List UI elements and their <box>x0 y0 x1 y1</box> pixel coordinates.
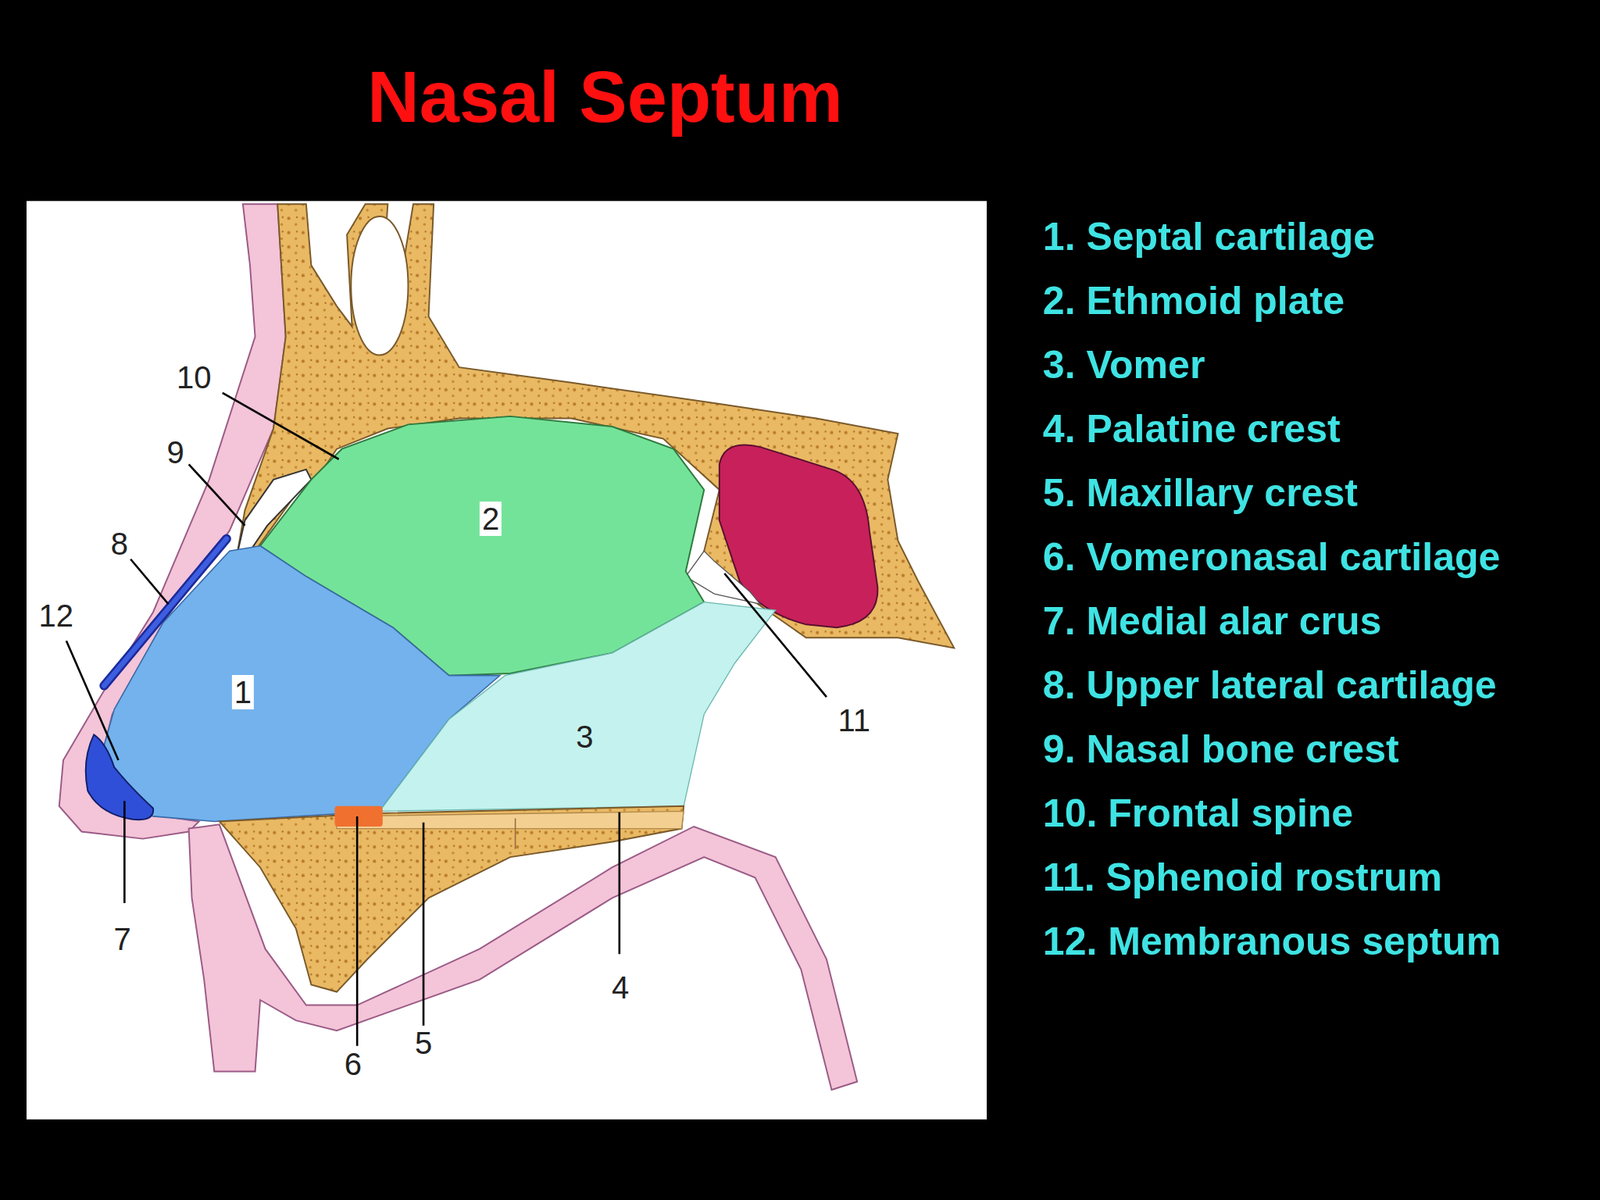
callout-number: 6 <box>344 1048 362 1080</box>
leader-line <box>356 816 359 1047</box>
legend-item: 7. Medial alar crus <box>1042 601 1383 641</box>
callout-number: 2 <box>479 501 502 536</box>
callout-number: 10 <box>176 361 212 393</box>
legend-item: 4. Palatine crest <box>1042 409 1341 449</box>
legend-item: 8. Upper lateral cartilage <box>1042 665 1497 705</box>
leader-line <box>123 800 126 904</box>
palate-bone <box>219 806 684 993</box>
leader-line <box>422 822 425 1026</box>
leader-lines <box>66 392 827 1047</box>
leader-line <box>189 464 246 525</box>
legend-item: 5. Maxillary crest <box>1042 473 1358 513</box>
slide-title: Nasal Septum <box>367 56 843 139</box>
leader-line <box>66 640 119 761</box>
legend-item: 10. Frontal spine <box>1042 793 1354 833</box>
suture <box>514 818 517 850</box>
leader-line <box>724 573 827 697</box>
leader-line <box>222 392 340 460</box>
callout-number: 3 <box>575 721 593 753</box>
callout-number: 7 <box>114 923 132 955</box>
legend-item: 11. Sphenoid rostrum <box>1042 857 1443 897</box>
sinus-opening <box>350 216 408 356</box>
palatal-crests <box>336 810 684 829</box>
legend-item: 2. Ethmoid plate <box>1042 281 1345 321</box>
callout-number: 4 <box>611 971 629 1004</box>
upper-lateral-cartilage <box>103 539 227 686</box>
upper-lateral-cartilage-outline <box>103 539 227 686</box>
legend-item: 3. Vomer <box>1042 345 1206 385</box>
callout-number: 9 <box>167 436 185 468</box>
legend-item: 9. Nasal bone crest <box>1042 729 1400 769</box>
leader-line <box>618 812 622 955</box>
callout-number: 8 <box>110 528 129 560</box>
legend-item: 12. Membranous septum <box>1042 921 1501 961</box>
legend-item: 6. Vomeronasal cartilage <box>1042 537 1500 577</box>
callout-number: 11 <box>837 704 871 736</box>
medial-crus <box>85 734 154 820</box>
legend-item: 1. Septal cartilage <box>1042 217 1375 257</box>
callout-number: 5 <box>414 1027 433 1059</box>
callout-number: 1 <box>232 675 254 710</box>
vomer <box>379 602 776 812</box>
panel <box>26 200 987 1120</box>
callout-number: 12 <box>39 600 75 632</box>
vomeronasal-cartilage <box>334 806 383 827</box>
leader-line <box>130 559 168 604</box>
